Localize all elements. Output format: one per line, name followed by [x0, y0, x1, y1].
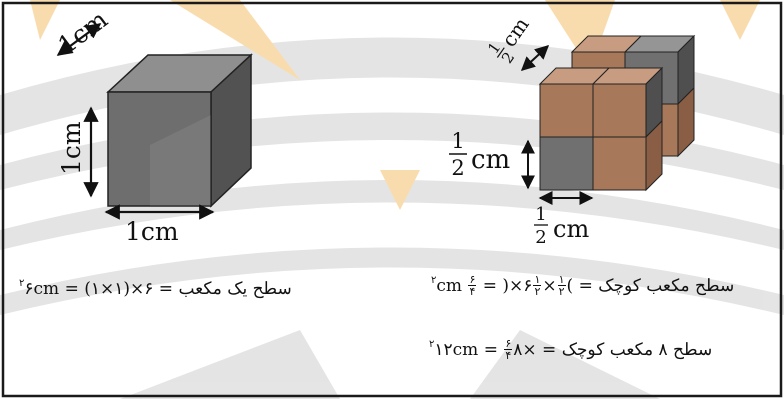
small-cube-front-bottom-right: [592, 119, 663, 192]
small-cube-bottom-label: 1 2 cm: [534, 204, 589, 248]
svg-text:2: 2: [535, 227, 546, 248]
svg-text:2: 2: [451, 156, 464, 180]
small-cube-front-top-left: [538, 67, 611, 138]
equation-big-cube-area: ۲۶cm = (۱×۱)×۶ = سطح یک مکعب: [19, 278, 292, 299]
small-cube-top-arrow: [520, 45, 550, 71]
large-cube: [106, 53, 253, 208]
svg-text:cm: cm: [553, 215, 589, 243]
small-cube-front-top-right: [591, 66, 664, 139]
small-cube-left-label: 1 2 cm: [449, 129, 510, 180]
svg-text:cm: cm: [471, 145, 510, 175]
large-cube-top-arrow: [56, 23, 102, 56]
svg-text:1: 1: [535, 204, 546, 225]
large-cube-left-label: 1cm: [57, 121, 86, 175]
large-cube-bottom-label: 1cm: [125, 217, 179, 246]
small-cubes-assembly: [538, 34, 696, 192]
small-cube-front-bottom-left: [539, 136, 594, 191]
svg-text:1: 1: [451, 129, 464, 153]
